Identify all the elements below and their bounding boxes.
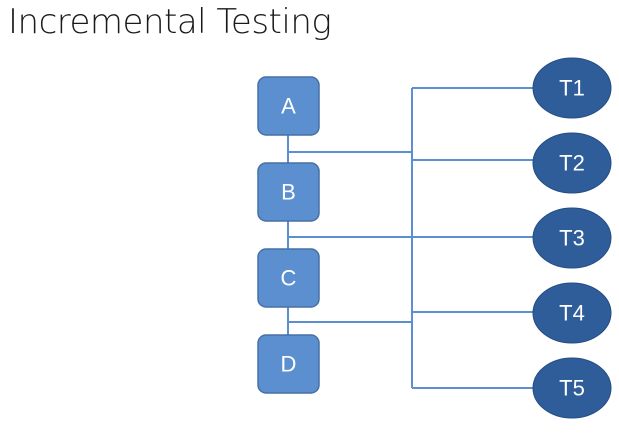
- module-a: A: [257, 76, 320, 136]
- test-t5: T5: [532, 357, 612, 419]
- test-t1: T1: [532, 57, 612, 119]
- connectors: [287, 87, 540, 389]
- test-t4: T4: [532, 282, 612, 344]
- test-t2-label: T2: [559, 151, 585, 176]
- test-t5-label: T5: [559, 376, 585, 401]
- module-b: B: [257, 162, 320, 222]
- page-title: Incremental Testing: [8, 2, 332, 42]
- module-d-label: D: [281, 352, 297, 377]
- module-b-label: B: [281, 180, 296, 205]
- test-t3: T3: [532, 207, 612, 269]
- test-t1-label: T1: [559, 76, 585, 101]
- test-t2: T2: [532, 132, 612, 194]
- module-a-label: A: [281, 94, 296, 119]
- module-c: C: [257, 248, 320, 308]
- test-t4-label: T4: [559, 301, 585, 326]
- module-d: D: [257, 334, 320, 394]
- module-c-label: C: [281, 266, 297, 291]
- test-t3-label: T3: [559, 226, 585, 251]
